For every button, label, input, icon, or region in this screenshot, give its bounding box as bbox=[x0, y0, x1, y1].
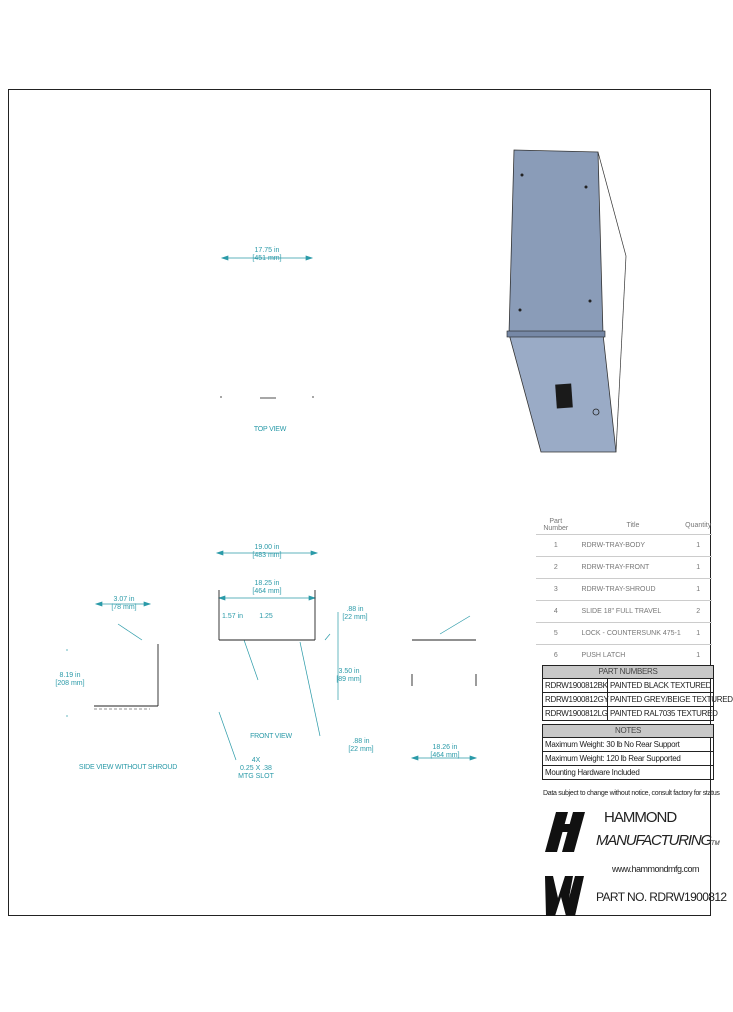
front-view-right-dimension: .88 in [22 mm] bbox=[342, 606, 368, 621]
row-title: PUSH LATCH bbox=[581, 652, 626, 659]
note-line: Maximum Weight: 30 lb No Rear Support bbox=[543, 738, 713, 752]
drawer-3d-illustration bbox=[506, 149, 627, 453]
table-row: 2 RDRW-TRAY-FRONT 1 bbox=[536, 556, 712, 578]
front-view-slot-callout: 4X 0.25 X .38 MTG SLOT bbox=[238, 757, 274, 780]
brand-name-line2: MANUFACTURINGTM bbox=[596, 833, 720, 852]
part-numbers-table: PART NUMBERS RDRW1900812BK PAINTED BLACK… bbox=[542, 665, 733, 721]
row-qty: 1 bbox=[696, 586, 701, 593]
header-part-number: Part Number bbox=[543, 518, 569, 532]
brand-name-line1: HAMMOND bbox=[604, 809, 677, 826]
row-number: 1 bbox=[553, 542, 558, 549]
part-number-title: PART NO. RDRW1900812 bbox=[596, 890, 727, 904]
front-view-small-dimension-b: 1.25 bbox=[259, 613, 273, 620]
notes-table: NOTES Maximum Weight: 30 lb No Rear Supp… bbox=[542, 724, 714, 780]
table-row: 3 RDRW-TRAY-SHROUD 1 bbox=[536, 578, 712, 600]
row-title: LOCK - COUNTERSUNK 475-1 bbox=[581, 630, 681, 637]
part-code: RDRW1900812GY bbox=[545, 693, 609, 706]
front-view-dimension-lines bbox=[215, 550, 339, 761]
front-view-lower-dimension: .88 in [22 mm] bbox=[348, 738, 374, 753]
side-view-top-dimension: 3.07 in [78 mm] bbox=[111, 596, 137, 611]
right-view-dimension-lines bbox=[410, 615, 478, 761]
notes-header: NOTES bbox=[543, 725, 713, 738]
part-code: RDRW1900812BK bbox=[545, 679, 608, 692]
table-row: RDRW1900812LG PAINTED RAL7035 TEXTURED bbox=[543, 707, 718, 720]
row-number: 3 bbox=[553, 586, 558, 593]
right-view-outline bbox=[411, 639, 477, 686]
part-description: PAINTED RAL7035 TEXTURED bbox=[610, 709, 718, 718]
row-qty: 2 bbox=[696, 608, 701, 615]
table-row: RDRW1900812GY PAINTED GREY/BEIGE TEXTURE… bbox=[543, 693, 733, 707]
part-numbers-header: PART NUMBERS bbox=[543, 666, 713, 679]
row-qty: 1 bbox=[696, 542, 701, 549]
header-title: Title bbox=[626, 521, 640, 529]
table-row: 6 PUSH LATCH 1 bbox=[536, 644, 712, 666]
top-view-width-dimension: 17.75 in [451 mm] bbox=[252, 247, 282, 262]
top-view-outline bbox=[220, 396, 314, 399]
front-view-label: FRONT VIEW bbox=[250, 733, 292, 740]
row-number: 5 bbox=[553, 630, 558, 637]
brand-name-line2-text: MANUFACTURING bbox=[596, 832, 712, 849]
row-title: RDRW-TRAY-SHROUD bbox=[581, 586, 656, 593]
table-row: 1 RDRW-TRAY-BODY 1 bbox=[536, 534, 712, 556]
top-view-label: TOP VIEW bbox=[253, 426, 287, 433]
parts-list-table: Part Number Title Quantity 1 RDRW-TRAY-B… bbox=[536, 516, 712, 666]
website-link[interactable]: www.hammondmfg.com bbox=[612, 864, 700, 874]
trademark-mark: TM bbox=[710, 841, 720, 847]
side-view-dimension-lines bbox=[66, 601, 152, 717]
top-view-dimension-line bbox=[220, 255, 314, 261]
front-view-height-dimension: 3.50 in [89 mm] bbox=[336, 668, 362, 683]
front-view-small-dimension-a: 1.57 in bbox=[222, 613, 244, 620]
row-number: 6 bbox=[553, 652, 558, 659]
table-row: 4 SLIDE 18" FULL TRAVEL 2 bbox=[536, 600, 712, 622]
row-number: 2 bbox=[553, 564, 558, 571]
row-qty: 1 bbox=[696, 630, 701, 637]
disclaimer-text: Data subject to change without notice, c… bbox=[543, 790, 720, 797]
front-view-inner-dimension: 18.25 in [464 mm] bbox=[252, 580, 282, 595]
part-description: PAINTED GREY/BEIGE TEXTURED bbox=[610, 695, 733, 704]
row-qty: 1 bbox=[696, 564, 701, 571]
part-description: PAINTED BLACK TEXTURED bbox=[610, 681, 712, 690]
table-row: RDRW1900812BK PAINTED BLACK TEXTURED bbox=[543, 679, 713, 693]
right-view-dimension: 18.26 in [464 mm] bbox=[430, 744, 460, 759]
note-line: Maximum Weight: 120 lb Rear Supported bbox=[543, 752, 713, 766]
side-view-label: SIDE VIEW WITHOUT SHROUD bbox=[78, 764, 178, 771]
front-view-outline bbox=[218, 590, 316, 641]
front-view-overall-dimension: 19.00 in [483 mm] bbox=[252, 544, 282, 559]
side-view-height-dimension: 8.19 in [208 mm] bbox=[55, 672, 85, 687]
note-line: Mounting Hardware Included bbox=[545, 768, 640, 777]
row-title: RDRW-TRAY-BODY bbox=[581, 542, 646, 549]
part-code: RDRW1900812LG bbox=[545, 707, 608, 720]
row-title: SLIDE 18" FULL TRAVEL bbox=[581, 608, 662, 615]
hammond-logo bbox=[545, 812, 585, 916]
table-row: 5 LOCK - COUNTERSUNK 475-1 1 bbox=[536, 622, 712, 644]
header-quantity: Quantity bbox=[685, 521, 712, 529]
parts-table-header: Part Number Title Quantity bbox=[536, 516, 712, 534]
side-view-outline bbox=[94, 644, 159, 710]
row-title: RDRW-TRAY-FRONT bbox=[581, 564, 650, 571]
row-number: 4 bbox=[553, 608, 558, 615]
row-qty: 1 bbox=[696, 652, 701, 659]
